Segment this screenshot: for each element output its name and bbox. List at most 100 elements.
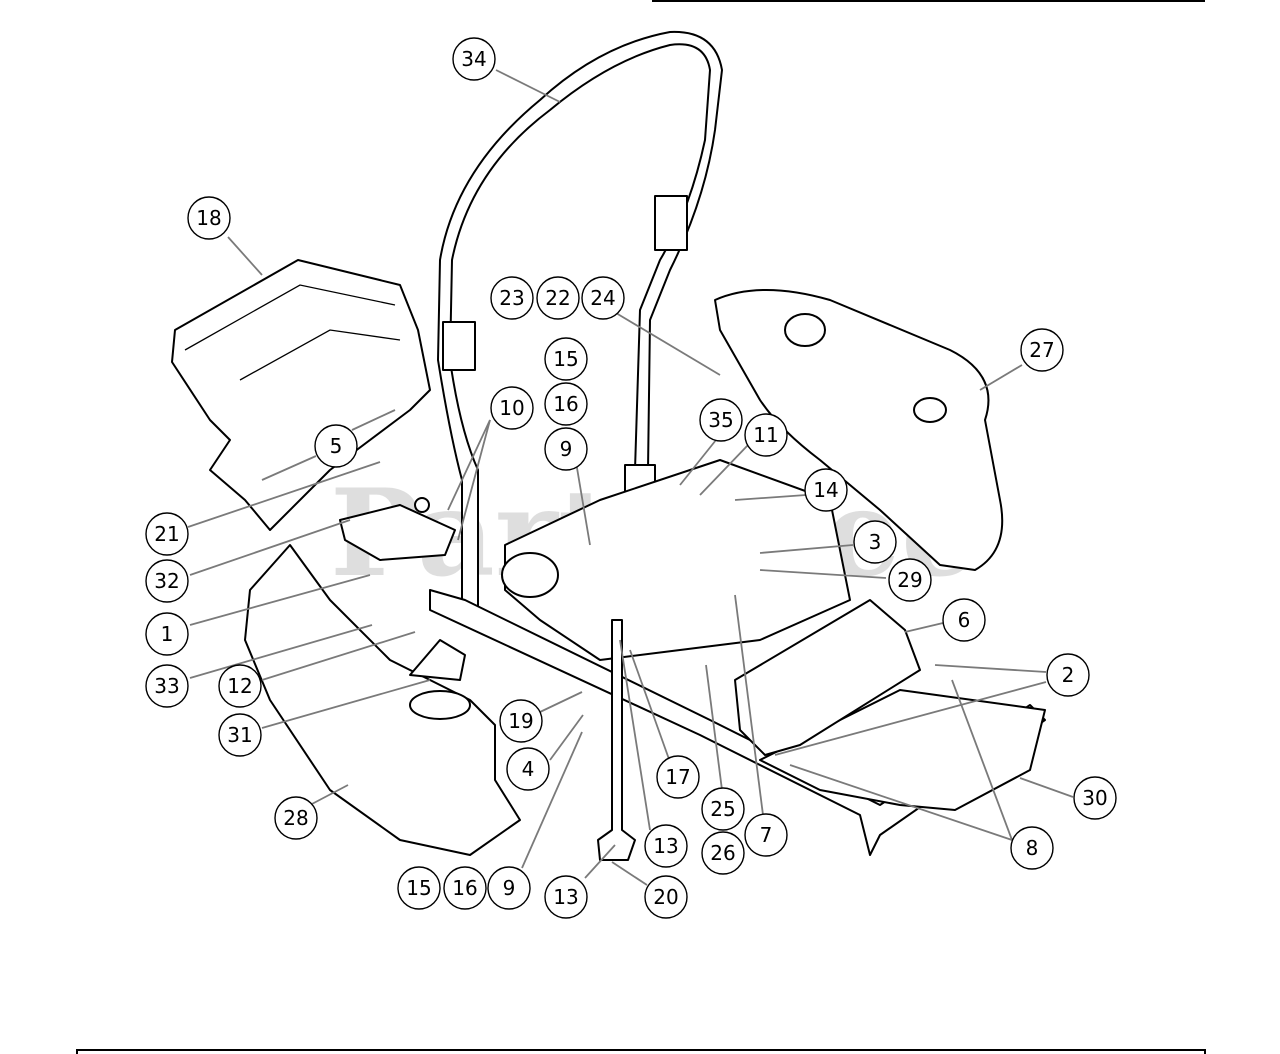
callout-label: 25 <box>710 797 735 821</box>
callout-label: 14 <box>813 478 838 502</box>
callout-label: 30 <box>1082 786 1107 810</box>
callout-circle <box>314 424 358 468</box>
callout-20: 20 <box>644 875 688 919</box>
callout-circle <box>701 831 745 875</box>
callout-10: 10 <box>490 386 534 430</box>
callout-label: 24 <box>590 286 615 310</box>
callout-label: 13 <box>553 885 578 909</box>
foot-pedal <box>734 599 921 756</box>
callout-circle <box>544 337 588 381</box>
callout-13: 13 <box>644 824 688 868</box>
callout-circle <box>145 612 189 656</box>
callout-1: 1 <box>145 612 189 656</box>
callout-circle <box>145 512 189 556</box>
callout-circle <box>187 196 231 240</box>
callout-circle <box>490 386 534 430</box>
callout-13: 13 <box>544 875 588 919</box>
callout-15: 15 <box>397 866 441 910</box>
callout-24: 24 <box>581 276 625 320</box>
callout-circle <box>744 413 788 457</box>
callout-circle <box>218 713 262 757</box>
callout-circle <box>804 468 848 512</box>
callout-22: 22 <box>536 276 580 320</box>
callout-31: 31 <box>218 713 262 757</box>
callout-4: 4 <box>506 747 550 791</box>
callout-label: 2 <box>1062 663 1075 687</box>
parts-list-frame <box>76 1049 1206 1054</box>
callout-circle <box>218 664 262 708</box>
callout-16: 16 <box>443 866 487 910</box>
callout-34: 34 <box>452 37 496 81</box>
callout-circle <box>888 558 932 602</box>
callout-19: 19 <box>499 699 543 743</box>
callout-circle <box>1073 776 1117 820</box>
callout-circle <box>452 37 496 81</box>
callout-label: 33 <box>154 674 179 698</box>
callout-circle <box>744 813 788 857</box>
callout-circle <box>544 382 588 426</box>
callout-2: 2 <box>1046 653 1090 697</box>
callout-circle <box>853 520 897 564</box>
control-plate <box>339 504 456 561</box>
console-panel-inner <box>184 284 401 381</box>
callout-circle <box>644 824 688 868</box>
callout-circle <box>656 755 700 799</box>
callout-circle <box>1010 826 1054 870</box>
roll-bar <box>437 30 723 621</box>
callout-circle <box>581 276 625 320</box>
callout-35: 35 <box>699 398 743 442</box>
callout-6: 6 <box>942 598 986 642</box>
fender-cup <box>409 690 471 720</box>
callout-label: 13 <box>653 834 678 858</box>
frame-upper <box>504 459 851 661</box>
callout-label: 9 <box>503 876 516 900</box>
callout-label: 1 <box>161 622 174 646</box>
callout-label: 22 <box>545 286 570 310</box>
fuel-cap-right <box>913 397 947 423</box>
callout-circle <box>487 866 531 910</box>
roll-bar-bracket-left <box>442 321 476 371</box>
callout-label: 15 <box>406 876 431 900</box>
callout-label: 35 <box>708 408 733 432</box>
callout-circle <box>499 699 543 743</box>
callout-21: 21 <box>145 512 189 556</box>
callout-label: 19 <box>508 709 533 733</box>
callout-16: 16 <box>544 382 588 426</box>
callout-29: 29 <box>888 558 932 602</box>
callout-label: 6 <box>958 608 971 632</box>
callout-circle <box>506 747 550 791</box>
callout-label: 8 <box>1026 836 1039 860</box>
callout-label: 21 <box>154 522 179 546</box>
callout-label: 11 <box>753 423 778 447</box>
callout-17: 17 <box>656 755 700 799</box>
callout-circle <box>443 866 487 910</box>
callout-9: 9 <box>544 427 588 471</box>
callout-label: 20 <box>653 885 678 909</box>
callout-label: 23 <box>499 286 524 310</box>
callout-32: 32 <box>145 559 189 603</box>
callout-label: 18 <box>196 206 221 230</box>
callout-circle <box>1046 653 1090 697</box>
callout-label: 15 <box>553 347 578 371</box>
callout-label: 9 <box>560 437 573 461</box>
callout-label: 12 <box>227 674 252 698</box>
callout-label: 3 <box>869 530 882 554</box>
callout-9: 9 <box>487 866 531 910</box>
callout-circle <box>699 398 743 442</box>
callout-circle <box>490 276 534 320</box>
callout-5: 5 <box>314 424 358 468</box>
callout-11: 11 <box>744 413 788 457</box>
callout-label: 31 <box>227 723 252 747</box>
callout-circle <box>1020 328 1064 372</box>
callout-28: 28 <box>274 796 318 840</box>
callout-15: 15 <box>544 337 588 381</box>
callout-label: 16 <box>553 392 578 416</box>
callout-label: 29 <box>897 568 922 592</box>
fuel-tank <box>714 289 1004 571</box>
cup-holder <box>409 639 466 681</box>
callout-30: 30 <box>1073 776 1117 820</box>
callout-circle <box>701 787 745 831</box>
control-knob <box>414 497 430 513</box>
leader-lines <box>187 69 1074 886</box>
